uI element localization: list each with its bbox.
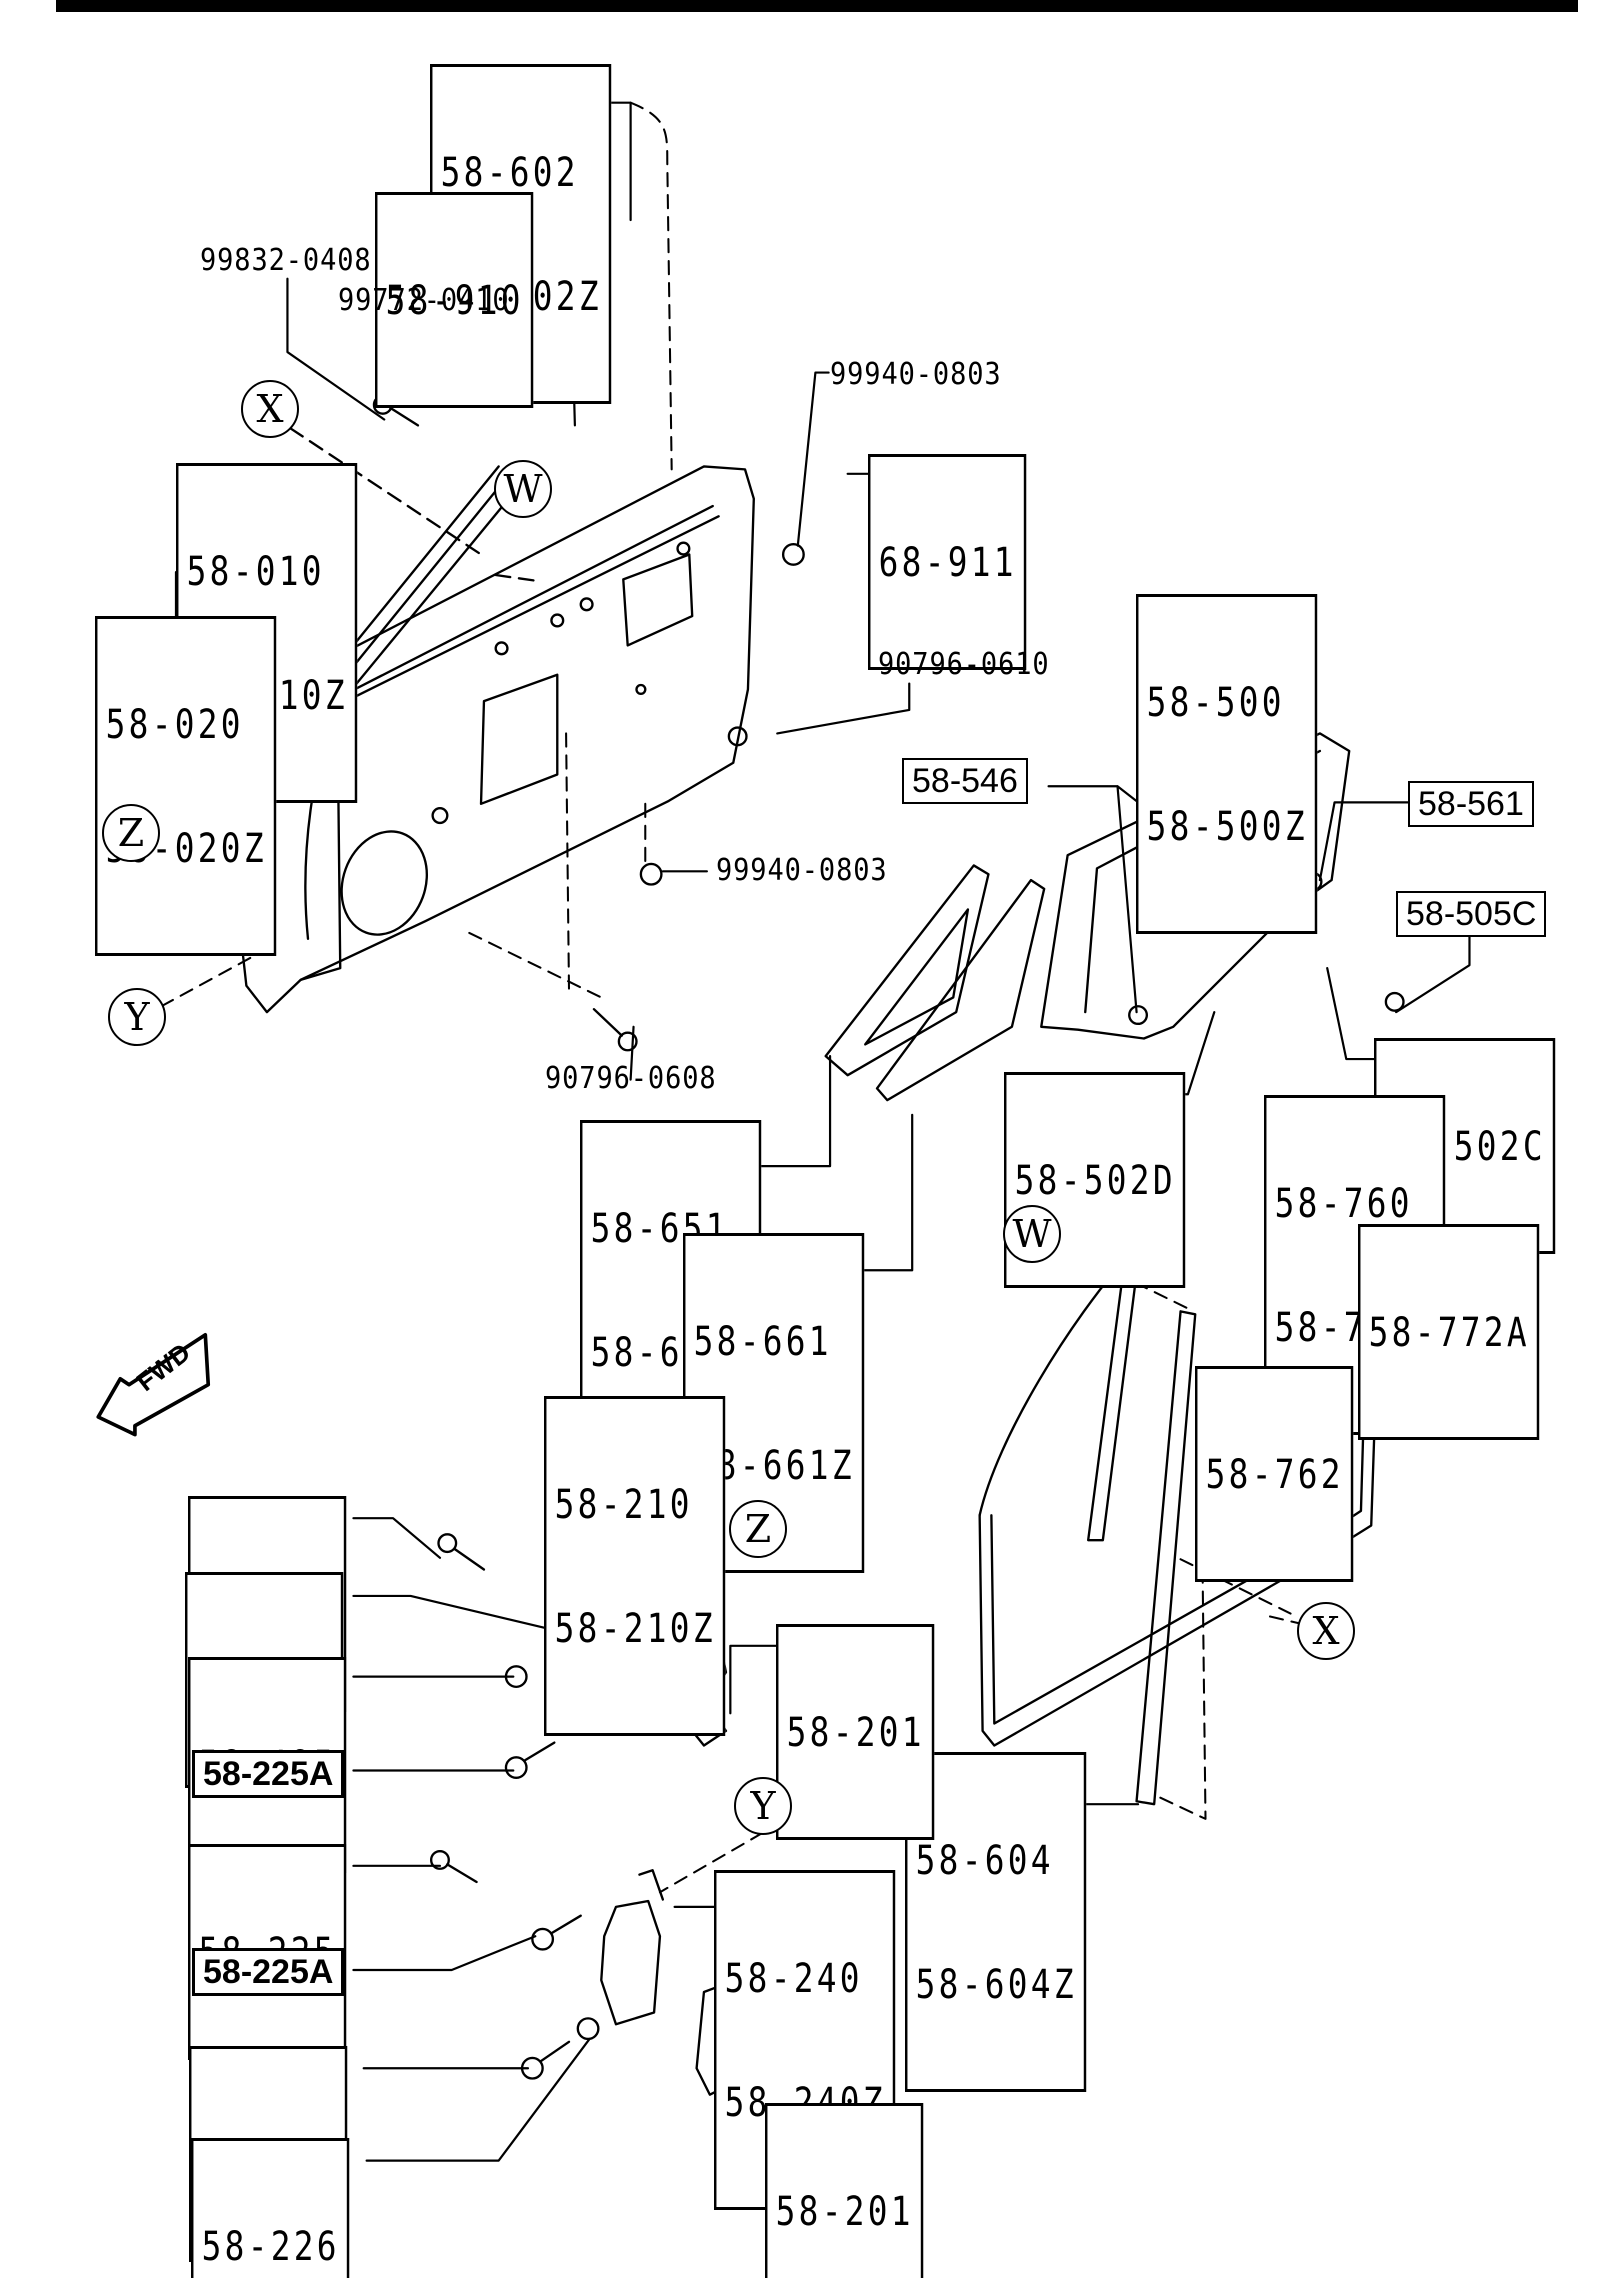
part-number: 58-201 xyxy=(775,2189,914,2235)
part-number: 58-604Z xyxy=(915,1962,1077,2008)
top-border-bar xyxy=(56,0,1578,12)
part-number: 58-604 xyxy=(915,1838,1054,1884)
part-number: 58-210 xyxy=(554,1482,693,1528)
part-number: 58-910 xyxy=(385,278,524,324)
callout-99772-0410: 99772-0410 xyxy=(338,283,510,318)
callout-58-561: 58-561 xyxy=(1408,781,1534,827)
part-number: 58-226 xyxy=(201,2224,340,2270)
callout-58-225A-lower: 58-225A xyxy=(192,1948,345,1996)
callout-99940-0803-top: 99940-0803 xyxy=(830,357,1002,392)
reference-marker-w-top: W xyxy=(494,460,552,518)
reference-marker-y-left: Y xyxy=(108,988,166,1046)
part-number: 58-760 xyxy=(1274,1181,1413,1227)
reference-marker-w-right: W xyxy=(1003,1205,1061,1263)
quarter-glass-drawing xyxy=(824,864,1046,1102)
reference-marker-z-hinge: Z xyxy=(729,1500,787,1558)
reference-marker-x-top: X xyxy=(241,380,299,438)
part-number: 58-762 xyxy=(1205,1452,1344,1498)
callout-58-546: 58-546 xyxy=(902,758,1028,804)
callout-99832-0408: 99832-0408 xyxy=(200,243,372,278)
callout-99940-0803-bottom: 99940-0803 xyxy=(716,853,888,888)
callout-58-604: 58-604 58-604Z xyxy=(905,1752,1086,2092)
callout-58-505C: 58-505C xyxy=(1396,891,1547,937)
callout-68-911: 68-911 xyxy=(868,454,1026,670)
part-number: 58-772A xyxy=(1368,1310,1530,1356)
reference-marker-y-hinge: Y xyxy=(734,1777,792,1835)
reference-marker-z-left: Z xyxy=(102,804,160,862)
part-number: 58-500Z xyxy=(1146,804,1308,850)
fwd-arrow-shape xyxy=(96,1332,211,1437)
callout-58-020: 58-020 58-020Z xyxy=(95,616,276,956)
callout-90796-0610: 90796-0610 xyxy=(878,647,1050,682)
part-number: 58-201 xyxy=(786,1710,925,1756)
callout-58-225A-upper: 58-225A xyxy=(192,1750,345,1798)
callout-90796-0608: 90796-0608 xyxy=(545,1061,717,1096)
callout-58-910: 58-910 xyxy=(375,192,533,408)
part-number: 58-500 xyxy=(1146,680,1285,726)
reference-marker-x-right: X xyxy=(1297,1602,1355,1660)
part-number: 58-661 xyxy=(693,1319,832,1365)
part-number: 58-502D xyxy=(1014,1158,1176,1204)
part-number: 68-911 xyxy=(878,540,1017,586)
callout-58-762: 58-762 xyxy=(1195,1366,1353,1582)
part-number: 58-210Z xyxy=(554,1606,716,1652)
callout-58-210: 58-210 58-210Z xyxy=(544,1396,725,1736)
part-number: 58-240 xyxy=(724,1956,863,2002)
part-number: 58-602 xyxy=(440,150,579,196)
part-number: 58-020 xyxy=(105,702,244,748)
lower-hinge-drawing xyxy=(576,1869,735,2096)
callout-58-500: 58-500 58-500Z xyxy=(1136,594,1317,934)
callout-58-201-lower: 58-201 xyxy=(765,2103,923,2278)
callout-58-226-lower: 58-226 xyxy=(191,2138,349,2278)
callout-58-772A: 58-772A xyxy=(1358,1224,1539,1440)
part-number: 58-010 xyxy=(186,549,325,595)
callout-58-201-upper: 58-201 xyxy=(776,1624,934,1840)
